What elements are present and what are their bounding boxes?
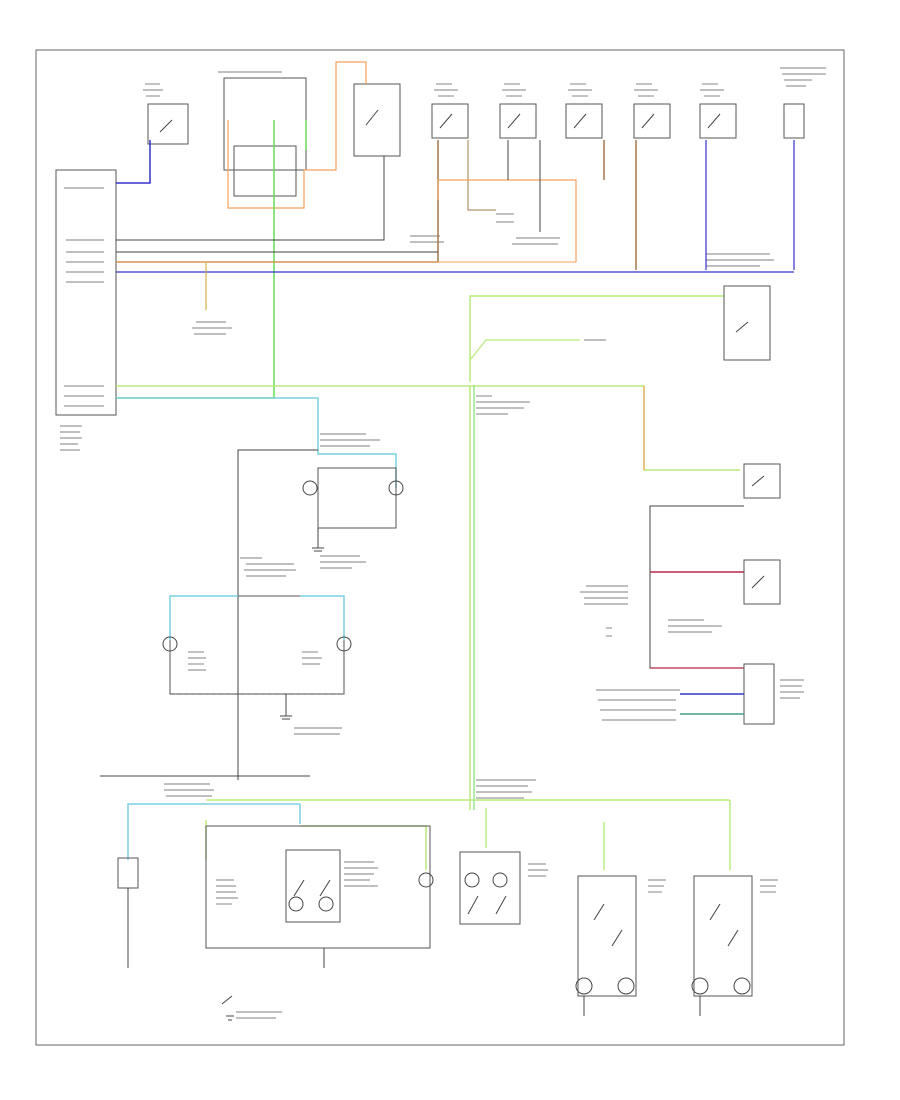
switch-icon xyxy=(735,321,749,333)
wire-orange-2 xyxy=(437,179,577,262)
wire-black-right xyxy=(649,505,744,669)
switch-module-right xyxy=(783,103,805,139)
switch-icon xyxy=(159,109,721,133)
switch-icon xyxy=(293,879,331,897)
lamp-icon xyxy=(464,872,508,888)
fuse-subpanel xyxy=(233,145,297,197)
switch-box-right xyxy=(743,559,781,605)
wire-lightgreen-2 xyxy=(469,339,580,361)
wire-orange-fuse xyxy=(227,61,367,209)
lamp-unit-right-1 xyxy=(577,875,637,997)
door-switch-3 xyxy=(431,103,469,139)
lamp-group-1 xyxy=(317,467,397,529)
lamp-left-bottom xyxy=(117,857,139,889)
wire-brown-1 xyxy=(116,140,439,263)
lamp-icon xyxy=(288,872,434,912)
ground-icon xyxy=(221,995,234,1021)
lamp-icon xyxy=(302,480,404,496)
switch-icon xyxy=(467,895,507,915)
switch-icon xyxy=(751,475,765,487)
wire-lightgreen-1 xyxy=(469,295,724,382)
lamp-icon xyxy=(691,977,751,995)
fuse-panel xyxy=(223,77,307,171)
bottom-module xyxy=(205,825,431,949)
door-switch-4 xyxy=(499,103,537,139)
ground-icon xyxy=(280,715,292,720)
door-switch-1 xyxy=(147,103,189,145)
switch-icon xyxy=(709,903,739,947)
label-marks xyxy=(60,67,826,1019)
switch-icon xyxy=(593,903,623,947)
control-module xyxy=(55,169,117,416)
ground-icon xyxy=(312,547,324,552)
wire-lightgreen-b3 xyxy=(300,825,427,870)
door-switch-2 xyxy=(353,83,401,157)
bottom-switch-pair xyxy=(285,849,341,923)
relay-top-right xyxy=(723,285,771,361)
wire-black-lamp xyxy=(237,449,318,780)
lamp-group-2 xyxy=(169,595,345,695)
diagram-border xyxy=(35,49,845,1046)
wire-lightblue-1 xyxy=(116,397,397,488)
door-switch-6 xyxy=(633,103,671,139)
switch-icon xyxy=(751,575,765,589)
door-switch-5 xyxy=(565,103,603,139)
relay-mid-right xyxy=(743,463,781,499)
lamp-icon xyxy=(575,977,635,995)
connector-icon xyxy=(743,663,775,725)
lamp-unit-right-2 xyxy=(693,875,753,997)
wire-blue-1 xyxy=(116,140,151,184)
wire-green-main xyxy=(116,120,275,399)
wire-lightblue-3 xyxy=(300,595,345,640)
door-switches-row xyxy=(147,77,805,197)
wire-brown-2 xyxy=(467,140,496,211)
door-switch-7 xyxy=(699,103,737,139)
wire-lightblue-2 xyxy=(169,595,238,640)
wire-black-1 xyxy=(116,156,385,241)
wire-lightblue-bottom xyxy=(127,803,300,860)
lamp-icon xyxy=(162,636,352,652)
switch-pair-center xyxy=(459,851,521,925)
